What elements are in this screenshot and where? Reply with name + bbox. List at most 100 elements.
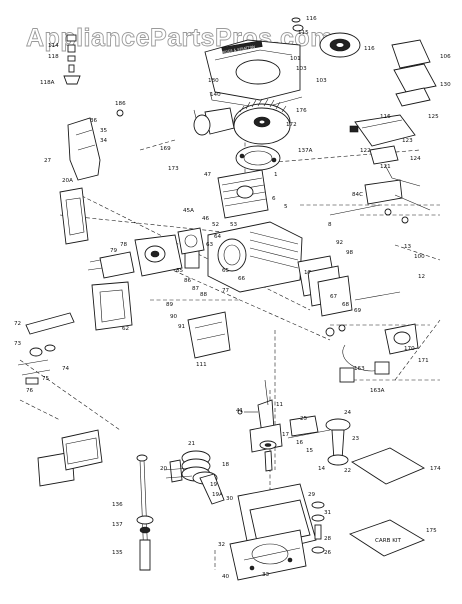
callout: 111 <box>196 362 207 368</box>
callout: 21 <box>188 441 196 447</box>
callout: 6 <box>272 196 276 202</box>
callout: 90 <box>170 314 178 320</box>
callout: 26 <box>324 550 332 556</box>
callout: 65 <box>222 268 230 274</box>
callout: 35 <box>100 128 108 134</box>
callout: 75 <box>42 376 50 382</box>
callout: 172 <box>286 122 297 128</box>
cylinder-head <box>217 169 269 219</box>
flywheel-key <box>237 409 258 415</box>
callout: 45A <box>183 208 194 214</box>
callout: 74 <box>62 366 70 372</box>
callout: 28 <box>324 536 332 542</box>
callout: 77 <box>222 288 230 294</box>
callout: 79 <box>110 248 118 254</box>
callout: 121 <box>380 164 391 170</box>
gasket-set-box <box>350 447 426 485</box>
callout: 125 <box>428 114 439 120</box>
callout: 103 <box>296 66 307 72</box>
callout: 5 <box>284 204 288 210</box>
piston-rod <box>163 450 225 505</box>
callout: 20 <box>160 466 168 472</box>
intake-gaskets <box>177 227 353 317</box>
callout: 63 <box>206 242 214 248</box>
callout: 52 <box>212 222 219 228</box>
callout: 135 <box>112 550 123 556</box>
callout: 19 <box>210 482 218 488</box>
spark-plug-stack <box>63 34 124 117</box>
callout: 68 <box>342 302 350 308</box>
starter-pulley <box>291 17 361 58</box>
callout: 30 <box>226 496 234 502</box>
callout: 78 <box>120 242 128 248</box>
callout: 23 <box>352 436 360 442</box>
valves <box>325 291 401 337</box>
brand-stamp: BRIGGS & STRATTON <box>219 45 255 55</box>
callout: 88 <box>200 292 208 298</box>
callout: 114 <box>48 43 59 49</box>
callout: 118A <box>40 80 55 86</box>
callout: 18 <box>222 462 230 468</box>
callout: 89 <box>166 302 174 308</box>
callout: 12 <box>418 274 425 280</box>
callout: 16 <box>296 440 304 446</box>
callout: 103 <box>316 78 327 84</box>
callout: 25 <box>300 416 308 422</box>
callout: 116 <box>306 16 317 22</box>
flywheel <box>233 98 291 145</box>
callout: 19A <box>212 492 223 498</box>
armature <box>235 145 281 171</box>
dipstick <box>136 454 154 571</box>
sump-hardware <box>311 501 325 554</box>
callout: 163 <box>354 366 365 372</box>
callout: 13 <box>404 244 412 250</box>
callout: 170 <box>404 346 415 352</box>
callout: 22 <box>344 468 351 474</box>
air-cleaner-base <box>91 281 133 331</box>
callout: 8 <box>328 222 332 228</box>
blower-housing: BRIGGS & STRATTON <box>204 39 303 109</box>
callout: 11 <box>276 402 284 408</box>
control-bracket <box>329 179 431 224</box>
camshaft <box>287 415 351 466</box>
callout: 33 <box>262 572 270 578</box>
callout: 17 <box>282 432 290 438</box>
callout: 24 <box>344 410 352 416</box>
callout: 137 <box>112 522 123 528</box>
watermark: AppliancePartsPros.com <box>26 24 333 52</box>
callout: 73 <box>14 341 22 347</box>
fuel-pump <box>339 323 419 383</box>
callout: 91 <box>178 324 186 330</box>
callout: 136 <box>112 502 123 508</box>
callout: 163A <box>370 388 385 394</box>
callout: 137A <box>298 148 313 154</box>
muffler-shield <box>349 114 421 187</box>
callout: 180 <box>208 78 219 84</box>
callout: 62 <box>122 326 129 332</box>
callout: 34 <box>100 138 108 144</box>
callout: 31 <box>324 510 332 516</box>
callout-labels: 116 115 114 118 118A 103 116 101 103 106… <box>14 16 451 580</box>
callout: 69 <box>354 308 362 314</box>
callout: 171 <box>418 358 429 364</box>
callout: 116 <box>380 114 391 120</box>
callout: 87 <box>192 286 200 292</box>
carb-kit-box: CARB KIT <box>348 519 426 557</box>
callout: 14 <box>318 466 326 472</box>
callout: 118 <box>48 54 59 60</box>
callout: 36 <box>90 118 98 124</box>
carb-small-parts <box>17 312 75 385</box>
callout: 15 <box>306 448 314 454</box>
breather-cover <box>187 311 231 359</box>
callout: 53 <box>230 222 238 228</box>
callout: 76 <box>26 388 34 394</box>
callout: 123 <box>402 138 413 144</box>
callout: 84C <box>352 192 363 198</box>
callout: 27 <box>44 158 52 164</box>
callout: 100 <box>414 254 425 260</box>
callout: 92 <box>336 240 343 246</box>
callout: 175 <box>426 528 437 534</box>
callout: 17 <box>304 270 312 276</box>
